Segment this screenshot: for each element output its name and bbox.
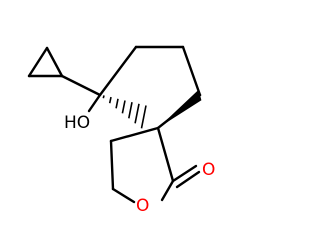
bond-cyclopropyl-b <box>27 46 49 78</box>
cyclopropyl-ring <box>27 46 64 78</box>
bond-c6-oh <box>87 93 102 113</box>
bond-c1-spiro <box>156 126 175 183</box>
bond-carbonyl-a <box>171 164 198 183</box>
bond-cyclopropyl-to-c6 <box>60 74 102 97</box>
wedge-bond-spiro-c9 <box>158 89 202 128</box>
molecule-structure: HO O O <box>27 45 215 216</box>
carbonyl-double-bond <box>171 164 201 189</box>
bond-spiro-c4 <box>109 126 160 143</box>
bond-cyclopropyl-c <box>45 46 64 78</box>
carbonyl-oxygen-label: O <box>202 160 215 180</box>
ring-oxygen-label: O <box>136 196 149 216</box>
bond-c6-c7 <box>98 45 138 97</box>
lactone-ring <box>109 126 175 204</box>
bond-c4-c3 <box>109 139 115 191</box>
hashed-bond-c6-spiro <box>102 95 147 129</box>
bond-o2-c1 <box>160 179 175 202</box>
cyclopentane-ring <box>98 45 202 130</box>
bond-carbonyl-b <box>175 170 201 189</box>
bond-c3-o2 <box>111 187 136 204</box>
bond-c8-c9 <box>181 45 202 97</box>
hydroxyl-label: HO <box>64 113 90 133</box>
